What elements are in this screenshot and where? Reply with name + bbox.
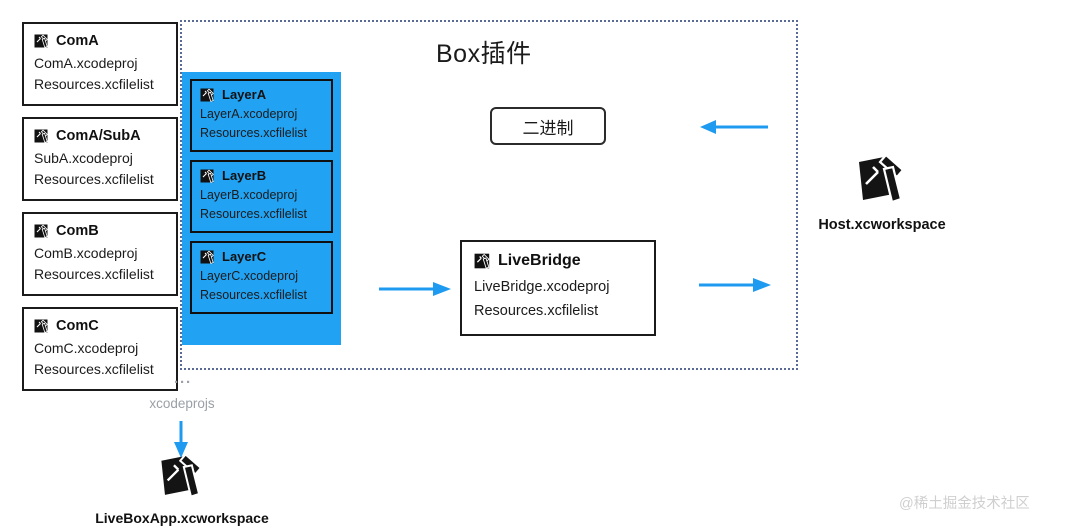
layer-group: LayerA LayerA.xcodeproj Resources.xcfile… [182,72,341,345]
xcode-workspace-icon [161,453,203,498]
xcode-workspace-icon [859,153,905,204]
box-plugin-title: Box插件 [436,40,532,68]
arrow-layers-to-livebridge-icon [379,282,451,296]
arrow-xcodeprojs-to-app-icon [174,421,188,458]
project-file-line: ComB.xcodeproj [34,245,138,261]
layer-file-line: Resources.xcfilelist [200,207,307,221]
project-card-comb: ComB ComB.xcodeproj Resources.xcfilelist [22,212,178,296]
livebridge-card: LiveBridge LiveBridge.xcodeproj Resource… [460,240,656,336]
project-file-line: Resources.xcfilelist [34,171,154,187]
project-card-title: ComA/SubA [34,127,166,145]
xcodeproj-icon [34,224,48,238]
layer-card-title: LayerB [200,168,323,184]
ellipsis-indicator: ··· [174,374,192,391]
xcodeproj-icon [200,250,214,264]
layer-card-title: LayerA [200,87,323,103]
layer-card-name: LayerC [222,249,267,264]
host-workspace: Host.xcworkspace [796,150,968,233]
arrow-binary-to-host-icon [700,120,768,134]
livebridge-card-title: LiveBridge [474,251,642,271]
layer-card-layerc: LayerC LayerC.xcodeproj Resources.xcfile… [190,241,333,314]
liveboxapp-workspace-label: LiveBoxApp.xcworkspace [95,510,269,526]
project-card-title: ComB [34,222,166,240]
arrow-livebridge-to-host-icon [699,278,771,292]
project-card-title: ComC [34,317,166,335]
project-card-coma: ComA ComA.xcodeproj Resources.xcfilelist [22,22,178,106]
xcodeproj-icon [34,129,48,143]
xcodeproj-icon [200,88,214,102]
livebridge-card-name: LiveBridge [498,252,581,269]
component-projects-column: ComA ComA.xcodeproj Resources.xcfilelist… [22,22,178,402]
binary-box-label: 二进制 [522,118,574,138]
liveboxapp-workspace: LiveBoxApp.xcworkspace [94,450,270,526]
project-file-line: ComA.xcodeproj [34,55,138,71]
layer-file-line: Resources.xcfilelist [200,126,307,140]
project-card-title: ComA [34,32,166,50]
layer-file-line: LayerA.xcodeproj [200,107,298,121]
layer-card-name: LayerB [222,168,267,183]
project-file-line: Resources.xcfilelist [34,361,154,377]
layer-card-layerb: LayerB LayerB.xcodeproj Resources.xcfile… [190,160,333,233]
project-card-name: ComC [56,318,99,334]
livebridge-file-line: Resources.xcfilelist [474,303,599,319]
project-file-line: ComC.xcodeproj [34,340,139,356]
binary-box: 二进制 [490,107,606,145]
host-workspace-label: Host.xcworkspace [818,217,946,233]
project-file-line: Resources.xcfilelist [34,266,154,282]
project-card-name: ComA/SubA [56,128,141,144]
layer-card-layera: LayerA LayerA.xcodeproj Resources.xcfile… [190,79,333,152]
xcodeproj-icon [34,34,48,48]
layer-card-title: LayerC [200,249,323,265]
layer-file-line: Resources.xcfilelist [200,288,307,302]
watermark: @稀土掘金技术社区 [899,496,1030,512]
project-file-line: SubA.xcodeproj [34,150,133,166]
livebridge-file-line: LiveBridge.xcodeproj [474,279,610,295]
project-file-line: Resources.xcfilelist [34,76,154,92]
project-card-comc: ComC ComC.xcodeproj Resources.xcfilelist [22,307,178,391]
xcodeproj-icon [34,319,48,333]
project-card-name: ComB [56,223,99,239]
xcodeprojs-label: xcodeprojs [149,396,215,411]
xcodeproj-icon [200,169,214,183]
layer-file-line: LayerB.xcodeproj [200,188,298,202]
layer-card-name: LayerA [222,87,267,102]
xcodeproj-icon [474,253,490,269]
project-card-coma-suba: ComA/SubA SubA.xcodeproj Resources.xcfil… [22,117,178,201]
layer-file-line: LayerC.xcodeproj [200,269,298,283]
project-card-name: ComA [56,33,99,49]
